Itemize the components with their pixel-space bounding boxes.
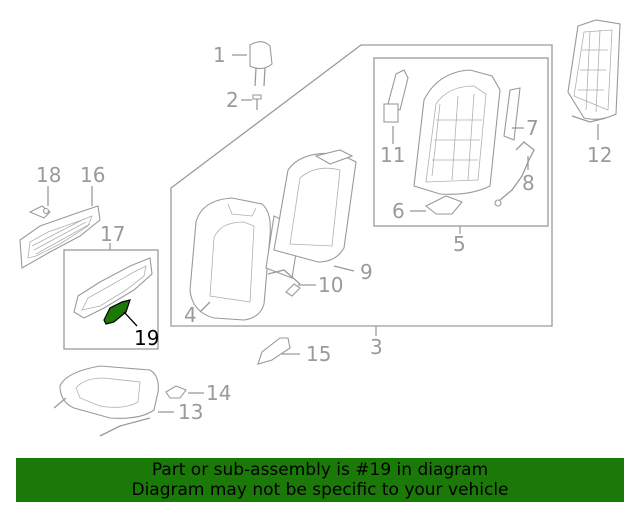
callout-7: 7 (526, 116, 539, 140)
side-shield-part-16[interactable] (19, 205, 101, 269)
callout-11: 11 (380, 143, 405, 167)
highlighted-part-19[interactable] (103, 299, 131, 325)
callout-10: 10 (318, 273, 343, 297)
headrest-part[interactable] (249, 41, 273, 87)
assembly-5-outline (373, 57, 549, 227)
callout-9: 9 (360, 260, 373, 284)
seatback-frame-part-12[interactable] (567, 19, 621, 123)
callout-4: 4 (184, 303, 197, 327)
connector-part-10[interactable] (267, 269, 301, 297)
seat-cushion-part-13[interactable] (53, 365, 159, 437)
assembly-3-outline (170, 44, 553, 327)
callout-6: 6 (392, 199, 405, 223)
callout-15: 15 (306, 342, 331, 366)
banner-line-1: Part or sub-assembly is #19 in diagram (151, 460, 489, 480)
side-cover-part-17[interactable] (73, 257, 153, 319)
headrest-guide-part[interactable] (252, 94, 262, 110)
info-banner: Part or sub-assembly is #19 in diagram D… (16, 458, 624, 502)
callout-13: 13 (178, 400, 203, 424)
callout-1: 1 (213, 43, 226, 67)
callout-12: 12 (587, 143, 612, 167)
callout-17: 17 (100, 222, 125, 246)
banner-line-2: Diagram may not be specific to your vehi… (131, 480, 509, 500)
leader-4 (199, 301, 211, 313)
callout-14: 14 (206, 381, 231, 405)
seatback-rear-part-9[interactable] (273, 149, 357, 263)
lumbar-motor-part-11[interactable] (383, 69, 409, 123)
callout-16: 16 (80, 163, 105, 187)
seatback-frame-part-5[interactable] (413, 69, 501, 195)
seatback-cover-part-4[interactable] (189, 197, 271, 321)
callout-5: 5 (453, 232, 466, 256)
bracket-part-6[interactable] (424, 195, 463, 215)
callout-19: 19 (134, 326, 159, 350)
clip-part-18[interactable] (28, 205, 51, 219)
callout-18: 18 (36, 163, 61, 187)
callout-3: 3 (370, 335, 383, 359)
side-bracket-part-7[interactable] (503, 87, 521, 141)
callout-8: 8 (522, 171, 535, 195)
callout-2: 2 (226, 88, 239, 112)
clip-part-14[interactable] (165, 385, 187, 399)
assembly-17-outline (63, 249, 159, 350)
leader-9 (333, 265, 355, 272)
lever-part-15[interactable] (257, 337, 291, 365)
leader-19 (123, 311, 138, 327)
